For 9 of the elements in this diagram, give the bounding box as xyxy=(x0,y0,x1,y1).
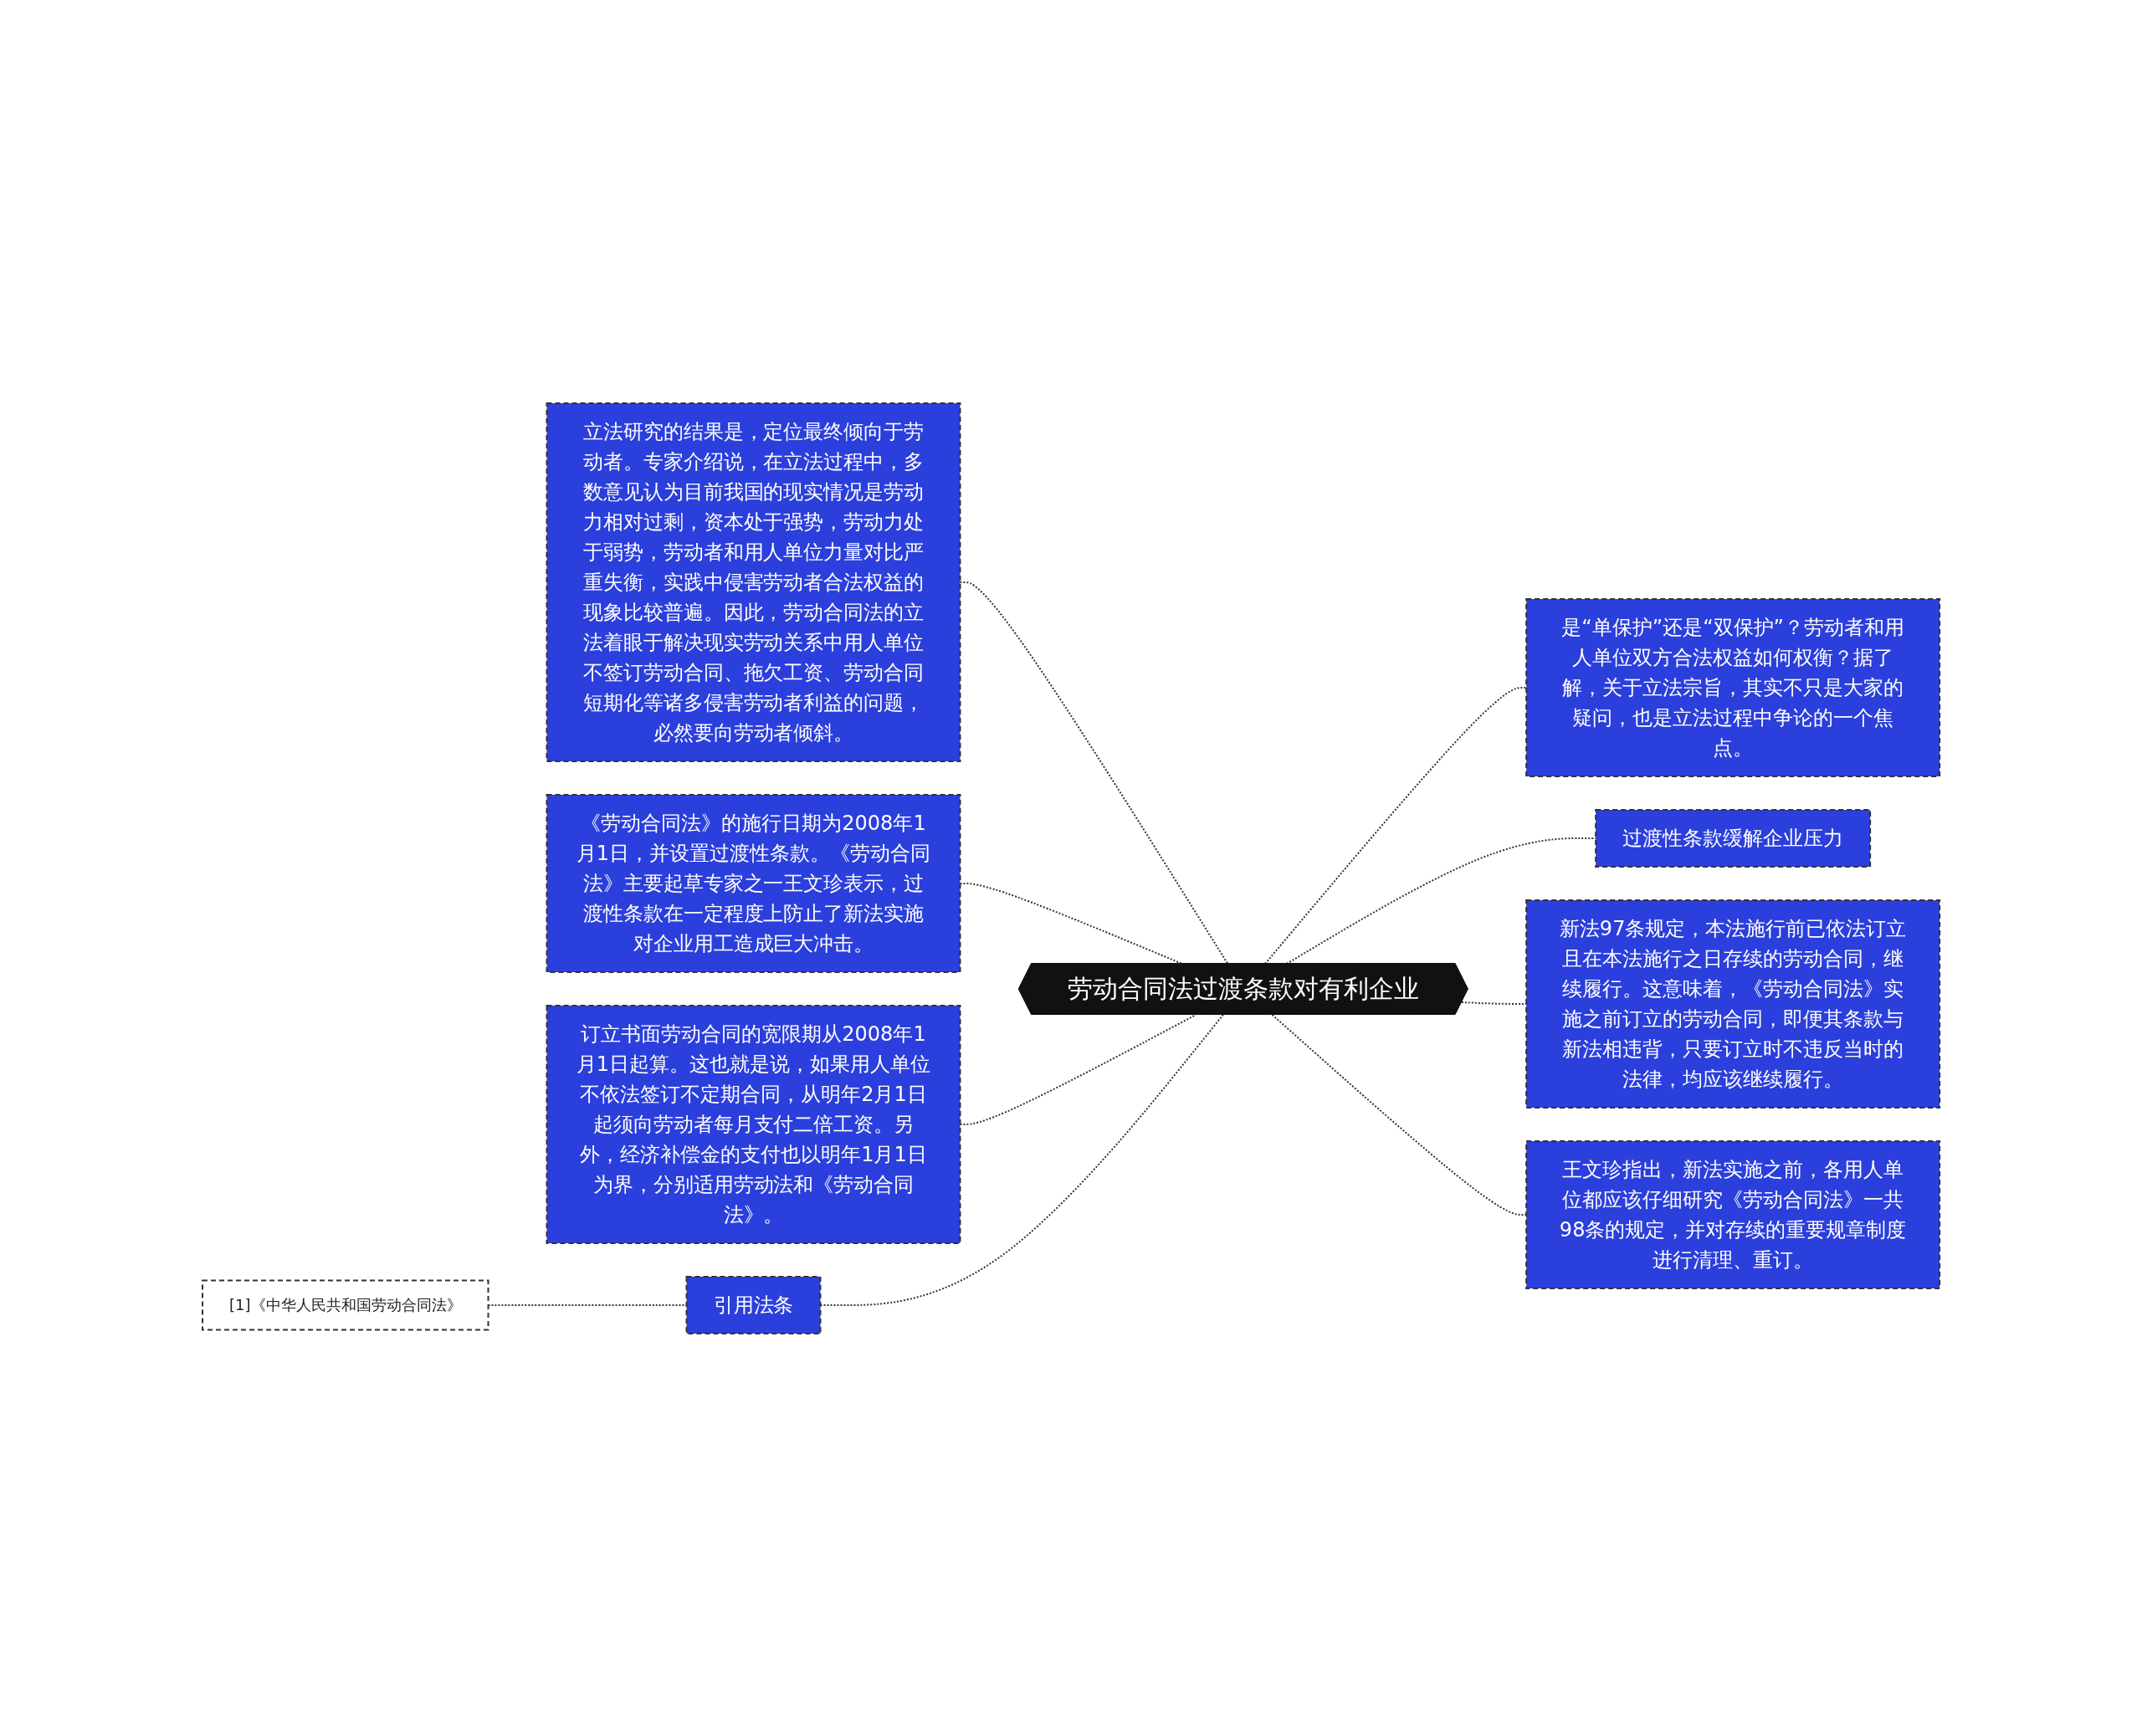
node-box: 立法研究的结果是，定位最终倾向于劳动者。专家介绍说，在立法过程中，多数意见认为目前我国的现实情况是劳动力相对过剩，资本处于强势，劳动力处于弱势，劳动者和用人单位力量对比严重失衡，实践中侵害劳动者合法权益的现象比较普遍。因此，劳动合同法的立法着眼于解决现实劳动关系中用人单位不签订劳动合同、拖欠工资、劳动合同短期化等诸多侵害劳动者利益的问题，必然要向劳动者倾斜。 xyxy=(546,402,961,762)
node-box: 是“单保护”还是“双保护”？劳动者和用人单位双方合法权益如何权衡？据了解，关于立法宗旨，其实不只是大家的疑问，也是立法过程中争论的一个焦点。 xyxy=(1525,597,1941,777)
node-box: [1]《中华人民共和国劳动合同法》 xyxy=(201,1279,489,1330)
node-box: 引用法条 xyxy=(685,1275,822,1334)
node-box: 过渡性条款缓解企业压力 xyxy=(1595,808,1872,868)
node-box: 《劳动合同法》的施行日期为2008年1月1日，并设置过渡性条款。《劳动合同法》主要起草专家之一王文珍表示，过渡性条款在一定程度上防止了新法实施对企业用工造成巨大冲击。 xyxy=(546,793,961,973)
node-box: 订立书面劳动合同的宽限期从2008年1月1日起算。这也就是说，如果用人单位不依法签订不定期合同，从明年2月1日起须向劳动者每月支付二倍工资。另外，经济补偿金的支付也以明年1月1日为界，分别适用劳动法和《劳动合同法》。 xyxy=(546,1004,961,1244)
node-box: 新法97条规定，本法施行前已依法订立且在本法施行之日存续的劳动合同，继续履行。这意味着，《劳动合同法》实施之前订立的劳动合同，即便其条款与新法相违背，只要订立时不违反当时的法律，均应该继续履行。 xyxy=(1525,899,1941,1109)
node-box: 王文珍指出，新法实施之前，各用人单位都应该仔细研究《劳动合同法》一共98条的规定，并对存续的重要规章制度进行清理、重订。 xyxy=(1525,1139,1941,1289)
